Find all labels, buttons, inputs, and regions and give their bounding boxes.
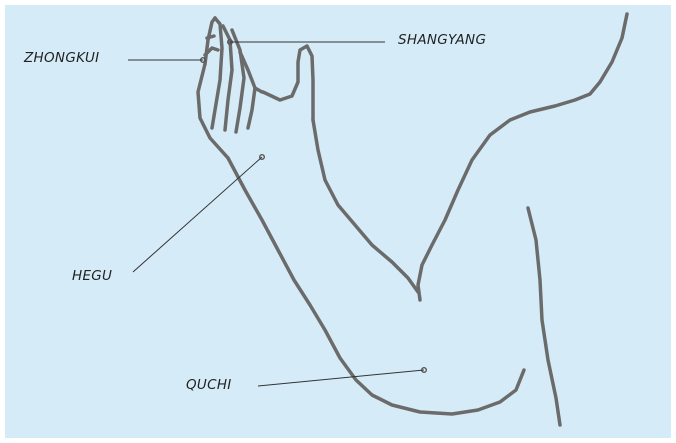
thumb-outline [261,44,315,122]
hegu-marker [259,153,266,160]
diagram-frame: ZHONGKUI SHANGYANG HEGU QUCHI [5,5,671,438]
hegu-label: HEGU [72,268,113,284]
palm-outline [196,62,230,160]
finger-4 [230,28,246,134]
quchi-label: QUCHI [186,377,232,393]
forearm-lower-outline [226,156,526,416]
thumb-web [253,86,264,94]
leader-lines [128,41,425,387]
finger-tip-curl [203,46,220,57]
finger-tip-curl-2 [205,34,216,40]
arm-diagram [5,5,671,438]
finger-3 [221,24,234,132]
quchi-leader [257,369,425,387]
back-arm-outline [526,206,562,427]
upper-arm-outline [416,12,629,302]
forearm-upper-outline [311,118,420,294]
arm-outline [196,12,629,427]
background [5,5,671,438]
shangyang-label: SHANGYANG [398,32,487,48]
finger-2 [210,16,224,130]
zhongkui-label: ZHONGKUI [24,50,100,66]
hegu-leader [132,156,263,273]
